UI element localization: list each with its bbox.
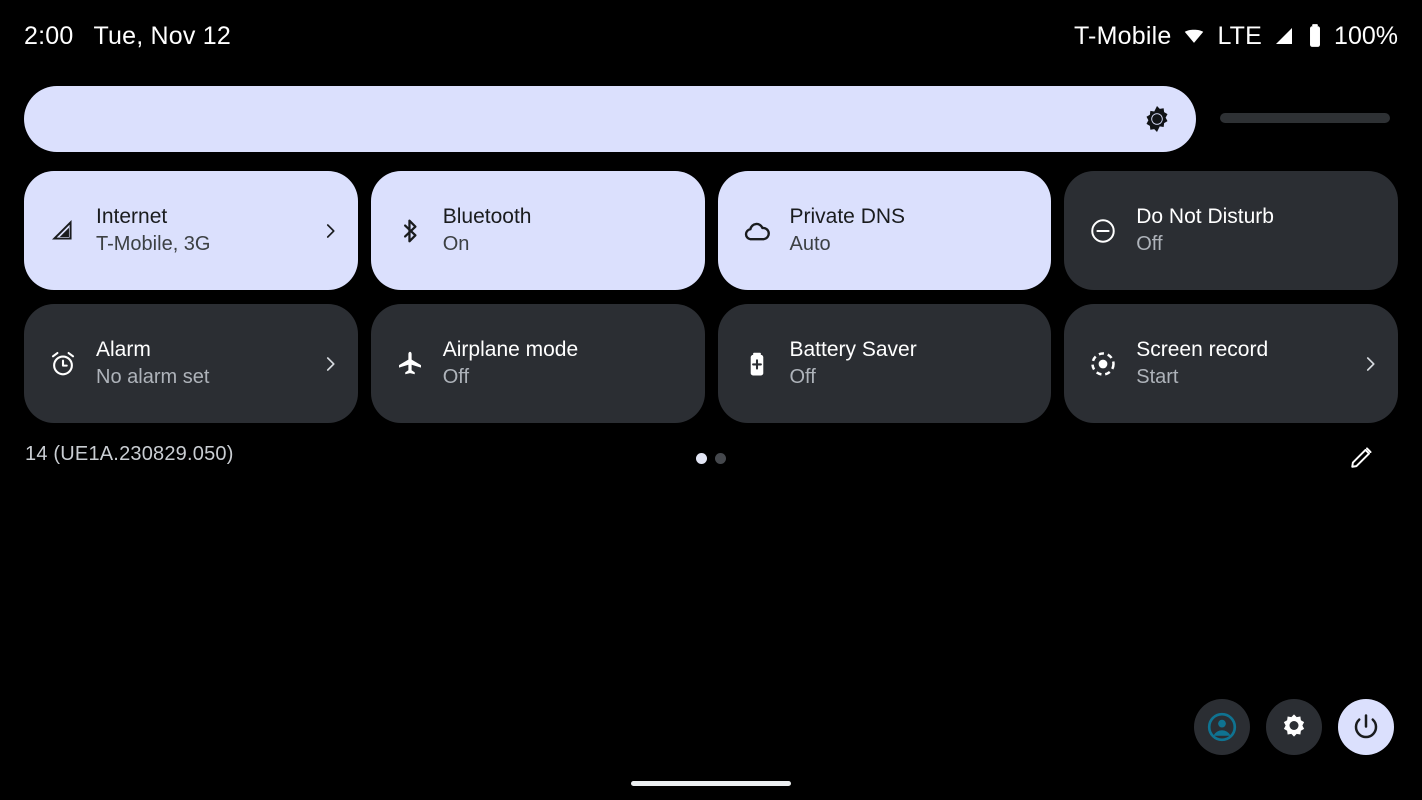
gear-icon <box>1279 712 1309 742</box>
airplane-icon <box>393 347 427 381</box>
status-bar-left: 2:00 Tue, Nov 12 <box>24 22 231 51</box>
tile-bluetooth[interactable]: Bluetooth On <box>370 171 705 290</box>
wifi-icon <box>1181 23 1207 49</box>
page-indicator <box>0 437 1422 479</box>
panel-footer: 14 (UE1A.230829.050) <box>0 437 1422 479</box>
tile-sublabel: Off <box>442 366 470 388</box>
tile-screen-record-text: Screen record Start <box>1136 337 1344 390</box>
tile-alarm-text: Alarm No alarm set <box>96 337 304 390</box>
status-date: Tue, Nov 12 <box>93 21 231 50</box>
alarm-clock-icon <box>46 347 80 381</box>
tile-label: Internet <box>96 205 168 228</box>
tile-bluetooth-text: Bluetooth On <box>443 204 687 257</box>
status-bar: 2:00 Tue, Nov 12 T-Mobile LTE 100% <box>0 0 1422 72</box>
tile-sublabel: Auto <box>789 233 831 255</box>
footer-action-buttons <box>1194 699 1394 755</box>
tile-do-not-disturb[interactable]: Do Not Disturb Off <box>1064 171 1398 290</box>
do-not-disturb-icon <box>1086 214 1120 248</box>
user-avatar-button[interactable] <box>1194 699 1250 755</box>
tile-label: Do Not Disturb <box>1136 205 1274 228</box>
tile-label: Bluetooth <box>442 205 532 228</box>
network-type-label: LTE <box>1217 21 1263 50</box>
tile-label: Alarm <box>96 338 151 361</box>
tile-sublabel: No alarm set <box>96 366 210 388</box>
tile-label: Private DNS <box>789 205 906 228</box>
tile-sublabel: Start <box>1136 366 1179 388</box>
tile-sublabel: T-Mobile, 3G <box>96 233 211 255</box>
build-version-label: 14 (UE1A.230829.050) <box>25 443 234 465</box>
tile-alarm[interactable]: Alarm No alarm set <box>24 304 358 423</box>
bluetooth-icon <box>393 214 427 248</box>
status-clock: 2:00 <box>24 21 74 50</box>
page-dot-inactive[interactable] <box>715 452 726 464</box>
cloud-icon <box>740 214 774 248</box>
brightness-sun-icon <box>1142 104 1172 134</box>
tile-battery-saver-text: Battery Saver Off <box>790 337 1034 390</box>
tile-internet-text: Internet T-Mobile, 3G <box>96 204 304 257</box>
page-dot-active[interactable] <box>696 452 707 464</box>
home-gesture-bar[interactable] <box>631 781 791 786</box>
signal-bars-icon <box>1272 24 1296 48</box>
pencil-edit-icon[interactable] <box>1344 439 1380 475</box>
settings-button[interactable] <box>1266 699 1322 755</box>
quick-settings-tile-grid: Internet T-Mobile, 3G Bluetooth On Priv <box>24 171 1398 423</box>
power-button[interactable] <box>1338 699 1394 755</box>
carrier-label: T-Mobile <box>1073 21 1172 50</box>
tile-internet[interactable]: Internet T-Mobile, 3G <box>24 171 358 290</box>
chevron-right-icon[interactable] <box>320 214 340 248</box>
tile-airplane-mode[interactable]: Airplane mode Off <box>370 304 705 423</box>
tile-sublabel: On <box>442 233 470 255</box>
signal-bars-icon <box>46 214 80 248</box>
tile-airplane-mode-text: Airplane mode Off <box>443 337 687 390</box>
tile-battery-saver[interactable]: Battery Saver Off <box>717 304 1052 423</box>
brightness-fill[interactable] <box>24 86 1196 152</box>
tile-sublabel: Off <box>789 366 816 388</box>
chevron-right-icon[interactable] <box>320 347 340 381</box>
battery-level-label: 100% <box>1334 21 1398 50</box>
tile-label: Airplane mode <box>442 338 579 361</box>
battery-saver-icon <box>740 347 774 381</box>
tile-screen-record[interactable]: Screen record Start <box>1064 304 1398 423</box>
user-circle-icon <box>1206 711 1238 743</box>
tile-private-dns[interactable]: Private DNS Auto <box>717 171 1052 290</box>
tile-do-not-disturb-text: Do Not Disturb Off <box>1136 204 1380 257</box>
tile-label: Screen record <box>1136 338 1269 361</box>
tile-sublabel: Off <box>1136 233 1163 255</box>
brightness-slider[interactable] <box>24 86 1398 152</box>
chevron-right-icon[interactable] <box>1360 347 1380 381</box>
power-icon <box>1351 712 1381 742</box>
tile-label: Battery Saver <box>789 338 917 361</box>
status-bar-right: T-Mobile LTE 100% <box>1074 22 1398 51</box>
record-icon <box>1086 347 1120 381</box>
brightness-track[interactable] <box>1220 113 1390 123</box>
tile-private-dns-text: Private DNS Auto <box>790 204 1034 257</box>
battery-full-icon <box>1306 23 1324 49</box>
